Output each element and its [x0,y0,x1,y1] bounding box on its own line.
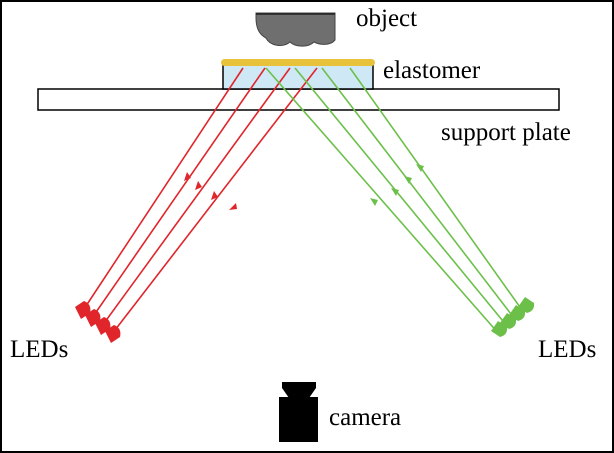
elastomer-body [222,63,374,90]
red-led-icon [75,301,121,343]
green-led-icon [491,297,535,337]
green-ray-arrows [370,164,424,206]
elastomer-coating [221,59,375,66]
camera-icon [279,382,318,442]
support-plate-label: support plate [441,119,571,146]
elastomer-label: elastomer [383,57,481,84]
leds-right-label: LEDs [538,336,596,363]
green-light-rays [265,67,523,335]
object-icon [255,12,336,47]
red-light-rays [81,67,318,335]
camera-label: camera [329,404,401,431]
leds-left-label: LEDs [10,336,68,363]
object-label: object [356,5,417,32]
red-ray-arrows [184,172,237,210]
